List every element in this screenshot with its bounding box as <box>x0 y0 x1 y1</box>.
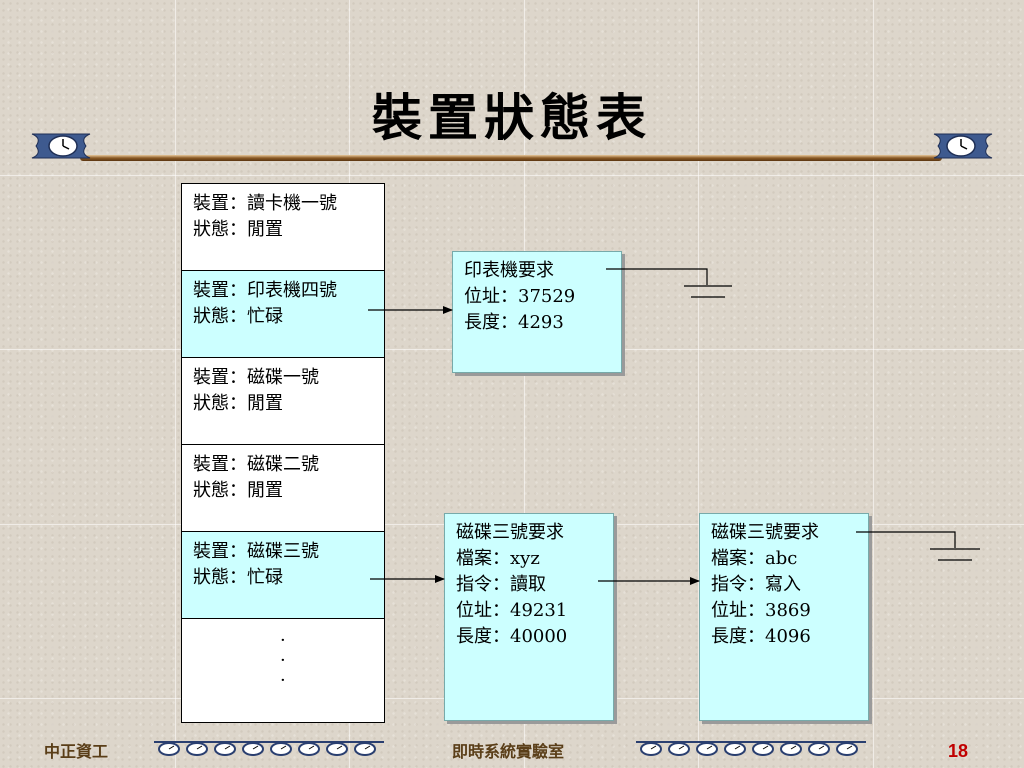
device-status: 狀態：忙碌 <box>193 567 283 588</box>
request-command: 指令：讀取 <box>456 574 546 595</box>
clock-icon <box>31 133 91 159</box>
request-address: 位址：3869 <box>711 600 811 621</box>
request-file: 檔案：abc <box>711 548 798 569</box>
request-length: 長度：4293 <box>464 312 564 333</box>
device-row: 裝置：磁碟一號 狀態：閒置 <box>182 358 384 445</box>
request-address: 位址：37529 <box>464 286 576 307</box>
grid-line <box>175 0 176 768</box>
ornament-clock-hand <box>818 745 825 750</box>
title-divider <box>80 155 942 161</box>
grid-line <box>698 0 699 768</box>
null-ground-icon <box>856 531 980 561</box>
request-title: 磁碟三號要求 <box>711 522 819 543</box>
ornament-clock-hand <box>734 745 741 750</box>
grid-line <box>524 0 525 768</box>
device-label: 裝置：印表機四號 <box>193 280 337 301</box>
request-file: 檔案：xyz <box>456 548 540 569</box>
request-command: 指令：寫入 <box>711 574 801 595</box>
device-label: 裝置：磁碟一號 <box>193 367 319 388</box>
ornament-clock-hand <box>196 745 203 750</box>
ornament-clock-hand <box>706 745 713 750</box>
ornament-clock-hand <box>252 745 259 750</box>
printer-request-box: 印表機要求 位址：37529 長度：4293 <box>452 251 622 373</box>
clock-icon <box>933 133 993 159</box>
device-status: 狀態：閒置 <box>193 393 283 414</box>
device-status: 狀態：忙碌 <box>193 306 283 327</box>
request-title: 印表機要求 <box>464 260 554 281</box>
ornament-clock-hand <box>168 745 175 750</box>
device-status: 狀態：閒置 <box>193 480 283 501</box>
device-label: 裝置：磁碟二號 <box>193 454 319 475</box>
grid-line <box>873 0 874 768</box>
request-length: 長度：4096 <box>711 626 811 647</box>
device-row: 裝置：磁碟二號 狀態：閒置 <box>182 445 384 532</box>
ornament-clock-hand <box>650 745 657 750</box>
ornament-clock-hand <box>224 745 231 750</box>
grid-line <box>0 175 1024 176</box>
request-length: 長度：40000 <box>456 626 568 647</box>
ornament-clock-hand <box>846 745 853 750</box>
footer-lab: 即時系統實驗室 <box>452 742 565 761</box>
page-number: 18 <box>948 741 969 761</box>
ornament-clock-hand <box>308 745 315 750</box>
device-status-table: 裝置：讀卡機一號 狀態：閒置 裝置：印表機四號 狀態：忙碌 裝置：磁碟一號 狀態… <box>181 183 385 723</box>
device-status: 狀態：閒置 <box>193 219 283 240</box>
ornament-clock-hand <box>364 745 371 750</box>
footer-ornament-left <box>154 741 384 756</box>
footer-department: 中正資工 <box>44 742 109 761</box>
slide-title: 裝置狀態表 <box>372 88 652 147</box>
disk-request-box-xyz: 磁碟三號要求 檔案：xyz 指令：讀取 位址：49231 長度：40000 <box>444 513 614 721</box>
disk-request-box-abc: 磁碟三號要求 檔案：abc 指令：寫入 位址：3869 長度：4096 <box>699 513 869 721</box>
footer-ornament-right <box>636 741 866 756</box>
device-label: 裝置：磁碟三號 <box>193 541 319 562</box>
device-label: 裝置：讀卡機一號 <box>193 193 337 214</box>
device-row-more: · · · <box>182 619 384 722</box>
device-row: 裝置：讀卡機一號 狀態：閒置 <box>182 184 384 271</box>
device-row: 裝置：印表機四號 狀態：忙碌 <box>182 271 384 358</box>
ornament-clock-hand <box>790 745 797 750</box>
device-row: 裝置：磁碟三號 狀態：忙碌 <box>182 532 384 619</box>
ornament-clock-hand <box>678 745 685 750</box>
request-address: 位址：49231 <box>456 600 568 621</box>
ornament-clock-hand <box>280 745 287 750</box>
ornament-clock-hand <box>336 745 343 750</box>
ornament-clock-hand <box>762 745 769 750</box>
request-title: 磁碟三號要求 <box>456 522 564 543</box>
ellipsis-dots: · · · <box>280 630 286 691</box>
null-ground-icon <box>606 268 732 298</box>
